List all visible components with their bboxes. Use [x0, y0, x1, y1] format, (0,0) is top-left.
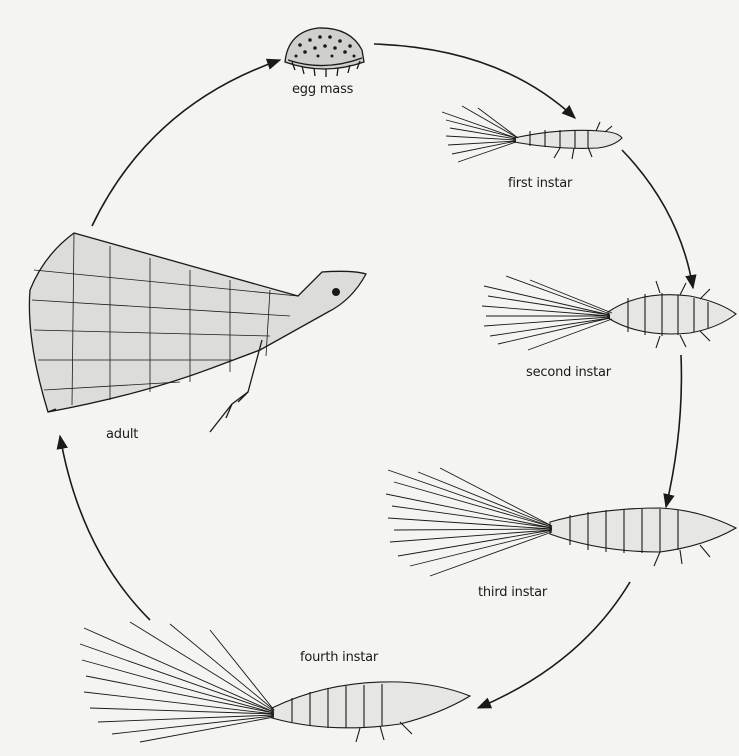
adult-illustration	[29, 233, 366, 432]
third-instar-filaments	[386, 468, 552, 576]
arrow-third-to-fourth	[478, 582, 630, 708]
second-instar-illustration	[482, 276, 736, 350]
arrow-egg-to-first	[374, 44, 575, 118]
arrow-first-to-second	[622, 150, 693, 288]
label-second-instar: second instar	[526, 365, 611, 380]
second-instar-filaments	[482, 276, 612, 350]
label-third-instar: third instar	[478, 585, 547, 600]
label-adult: adult	[106, 427, 138, 442]
fourth-instar-filaments	[80, 622, 274, 742]
arrow-adult-to-egg	[92, 60, 280, 226]
first-instar-illustration	[442, 106, 622, 162]
third-instar-illustration	[386, 468, 736, 576]
first-instar-filaments	[442, 106, 518, 162]
label-first-instar: first instar	[508, 176, 572, 191]
arrow-fourth-to-adult	[60, 436, 150, 620]
label-egg-mass: egg mass	[292, 82, 353, 97]
label-fourth-instar: fourth instar	[300, 650, 378, 665]
arrow-second-to-third	[666, 355, 681, 507]
egg-mass-illustration	[285, 28, 364, 77]
fourth-instar-illustration	[80, 622, 470, 742]
